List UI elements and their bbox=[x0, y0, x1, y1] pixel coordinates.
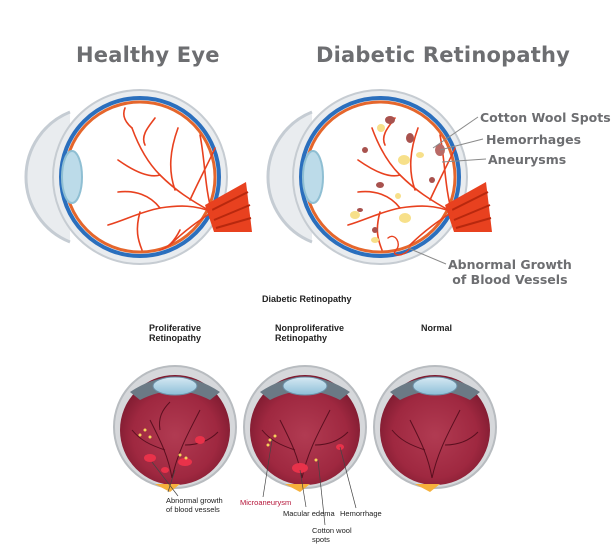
proliferative-eyeball-illustration bbox=[113, 365, 237, 493]
abnormal-growth-label: Abnormal Growth of Blood Vessels bbox=[448, 257, 572, 287]
nonproliferative-eyeball-illustration bbox=[243, 365, 367, 492]
normal-panel-title: Normal bbox=[421, 323, 453, 333]
bottom-section-title: Diabetic Retinopathy bbox=[262, 294, 352, 304]
callout-lines bbox=[407, 116, 487, 265]
retinal-vessels bbox=[107, 107, 216, 251]
nonproliferative-panel-title: Nonproliferative Retinopathy bbox=[275, 323, 344, 343]
hemorrhage-small-label: Hemorrhage bbox=[340, 509, 382, 518]
cotton-wool-small-line2: spots bbox=[312, 535, 330, 544]
abnormal-growth-line2: of Blood Vessels bbox=[452, 272, 568, 287]
hemorrhages-label: Hemorrhages bbox=[486, 132, 582, 147]
cotton-wool-spots bbox=[350, 124, 424, 243]
diabetic-retinopathy-title: Diabetic Retinopathy bbox=[316, 43, 570, 67]
nonproliferative-line1: Nonproliferative bbox=[275, 323, 345, 333]
abnormal-growth-small-line1: Abnormal growth bbox=[166, 496, 223, 505]
diabetic-eye-illustration bbox=[266, 89, 492, 265]
cotton-wool-spots-label: Cotton Wool Spots bbox=[480, 110, 611, 125]
abnormal-growth-line1: Abnormal Growth bbox=[448, 257, 572, 272]
abnormal-growth-small-label: Abnormal growth of blood vessels bbox=[166, 496, 223, 514]
cotton-wool-small-label: Cotton wool spots bbox=[312, 526, 352, 544]
bottom-callout-lines bbox=[151, 439, 357, 526]
lens-icon bbox=[302, 150, 324, 204]
proliferative-line1: Proliferative bbox=[149, 323, 202, 333]
healthy-eye-title: Healthy Eye bbox=[76, 43, 220, 67]
nonproliferative-line2: Retinopathy bbox=[275, 333, 328, 343]
lens-icon bbox=[61, 150, 83, 204]
cotton-wool-small-line1: Cotton wool bbox=[312, 526, 352, 535]
proliferative-line2: Retinopathy bbox=[149, 333, 202, 343]
aneurysms-label: Aneurysms bbox=[488, 152, 567, 167]
healthy-eye-illustration bbox=[24, 89, 252, 265]
abnormal-growth-small-line2: of blood vessels bbox=[166, 505, 220, 514]
proliferative-panel-title: Proliferative Retinopathy bbox=[149, 323, 201, 343]
macular-edema-label: Macular edema bbox=[283, 509, 335, 518]
normal-eyeball-illustration bbox=[373, 365, 497, 492]
microaneurysm-label: Microaneurysm bbox=[240, 498, 292, 507]
